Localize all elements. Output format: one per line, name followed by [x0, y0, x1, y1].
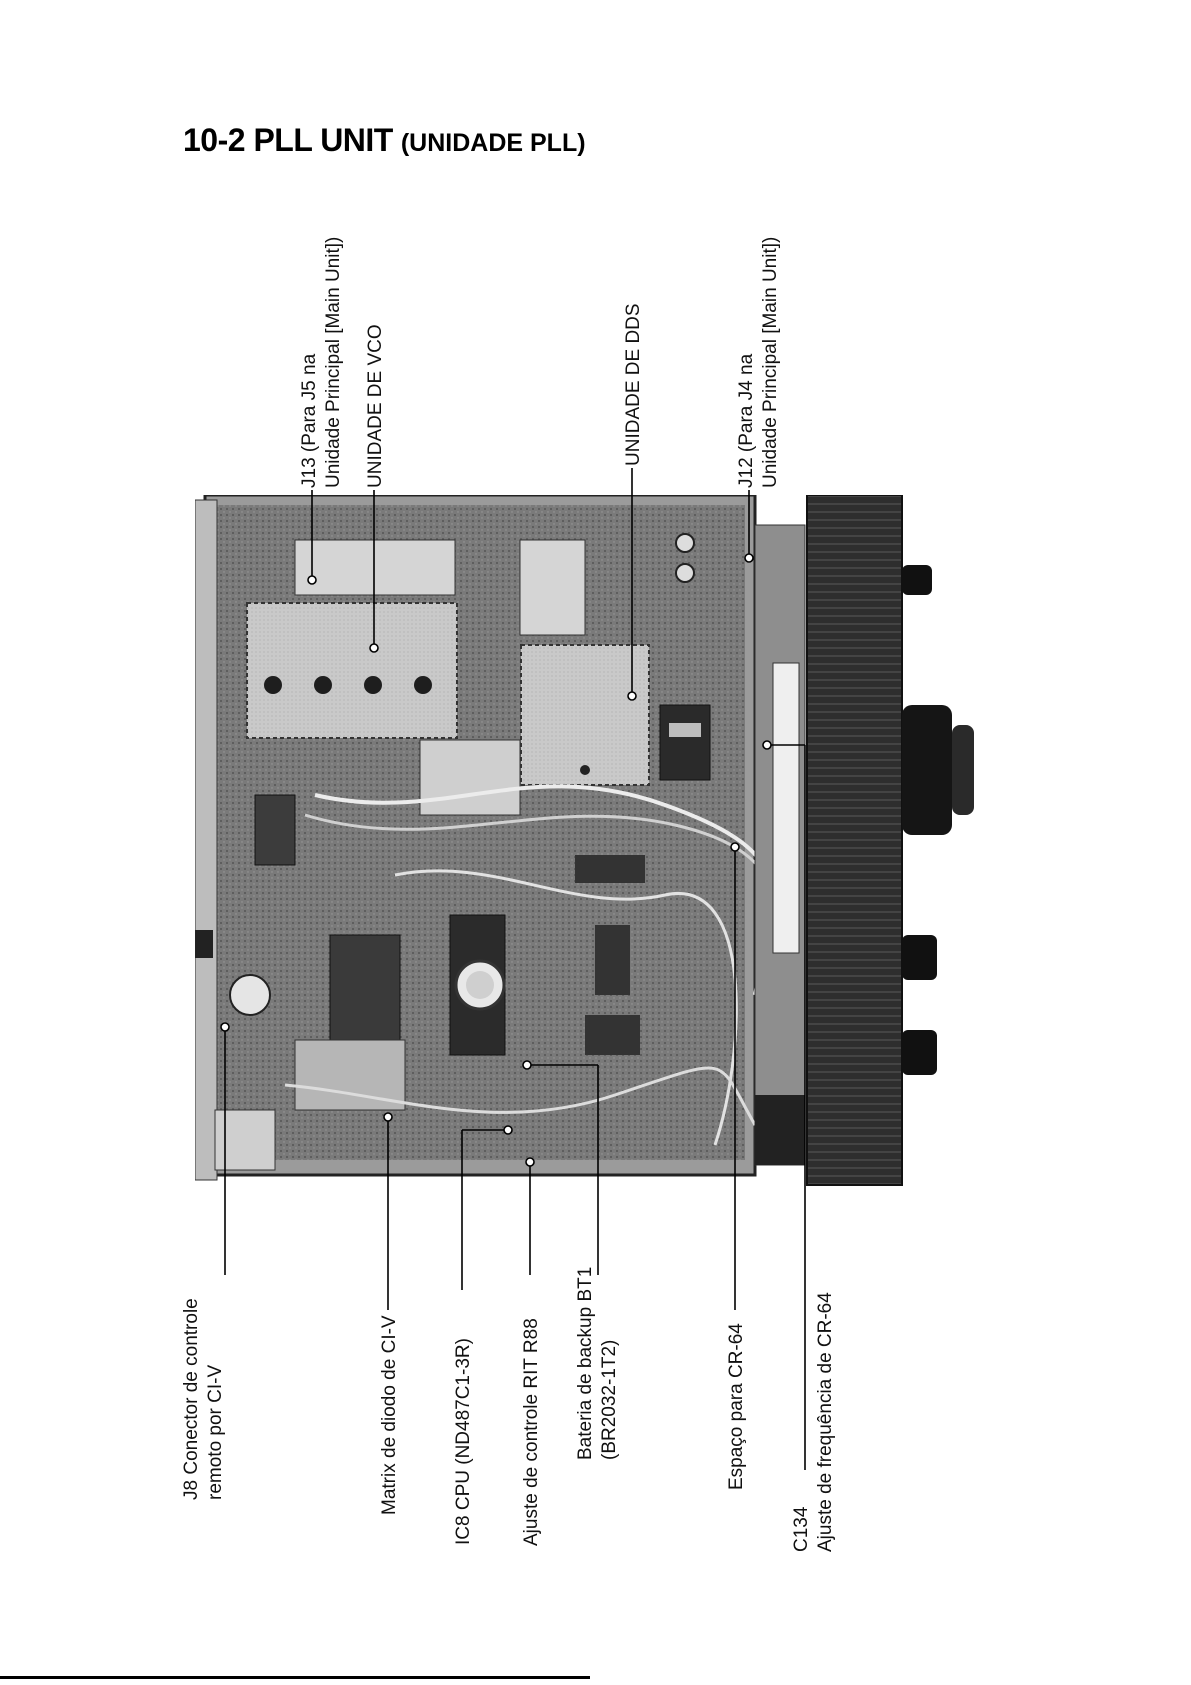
- label-j12-line2: Unidade Principal [Main Unit]): [760, 236, 781, 488]
- label-rit-line1: Ajuste de controle RIT R88: [521, 1318, 542, 1546]
- label-matrix-line1: Matrix de diodo de CI-V: [379, 1315, 400, 1515]
- label-dds: UNIDADE DE DDS: [622, 303, 646, 466]
- label-cr64-space-line1: Espaço para CR-64: [726, 1323, 747, 1490]
- section-subtitle: (UNIDADE PLL): [400, 129, 586, 157]
- label-rit: Ajuste de controle RIT R88: [520, 1318, 544, 1546]
- label-j8-line2: remoto por CI-V: [205, 1364, 226, 1500]
- page-title: 10-2 PLL UNIT(UNIDADE PLL): [183, 122, 586, 159]
- section-title: 10-2 PLL UNIT: [183, 122, 393, 158]
- label-cr64-space: Espaço para CR-64: [725, 1323, 749, 1490]
- label-j13-line1: J13 (Para J5 na: [299, 353, 320, 488]
- pll-unit-photo: [195, 495, 974, 1186]
- label-j8: J8 Conector de controle remoto por CI-V: [180, 1298, 228, 1500]
- label-vco-line1: UNIDADE DE VCO: [365, 324, 386, 488]
- label-ic8-line1: IC8 CPU (ND487C1-3R): [453, 1338, 474, 1545]
- label-j13-line2: Unidade Principal [Main Unit]): [323, 236, 344, 488]
- label-j13: J13 (Para J5 na Unidade Principal [Main …: [298, 237, 346, 488]
- label-j8-line1: J8 Conector de controle: [181, 1298, 202, 1500]
- bottom-rule: [0, 1676, 590, 1679]
- label-j12: J12 (Para J4 na Unidade Principal [Main …: [735, 237, 783, 488]
- label-c134: C134 Ajuste de frequência de CR-64: [790, 1292, 838, 1552]
- label-battery: Bateria de backup BT1 (BR2032-1T2): [574, 1267, 622, 1460]
- label-ic8: IC8 CPU (ND487C1-3R): [452, 1338, 476, 1545]
- label-c134-line2: Ajuste de frequência de CR-64: [815, 1292, 836, 1552]
- label-battery-line2: (BR2032-1T2): [599, 1339, 620, 1460]
- label-j12-line1: J12 (Para J4 na: [736, 353, 757, 488]
- label-matrix: Matrix de diodo de CI-V: [378, 1315, 402, 1515]
- label-c134-line1: C134: [791, 1506, 812, 1552]
- label-battery-line1: Bateria de backup BT1: [575, 1266, 596, 1460]
- label-dds-line1: UNIDADE DE DDS: [623, 303, 644, 466]
- label-vco: UNIDADE DE VCO: [364, 324, 388, 488]
